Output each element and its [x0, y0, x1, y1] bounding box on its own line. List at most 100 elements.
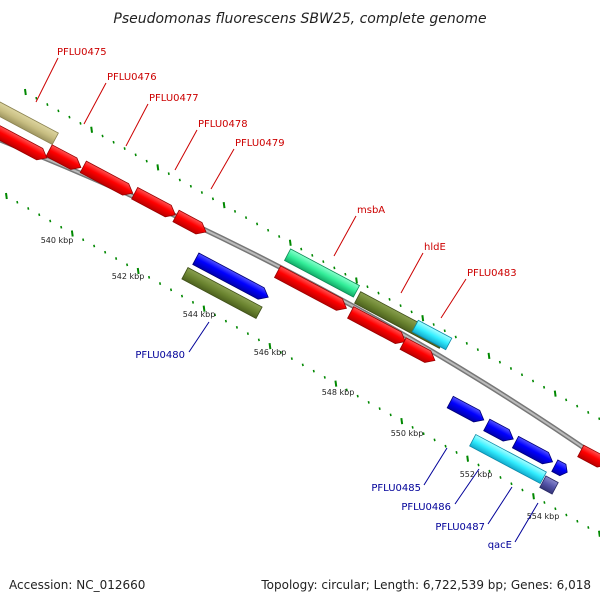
gene-label: PFLU0480 [135, 350, 185, 361]
gene-label: PFLU0477 [149, 93, 199, 104]
outer-tick-dot [233, 209, 237, 213]
outer-tick-dot [311, 253, 314, 257]
genome-backbone [0, 137, 600, 463]
label-leader-line [210, 148, 235, 190]
gene-arrow-pflu0486 [469, 433, 547, 485]
outer-tick-dot [344, 272, 347, 276]
inner-tick-dot [224, 319, 228, 323]
inner-tick-dot [38, 213, 41, 217]
inner-tick-dot [70, 230, 74, 237]
inner-tick-dot [521, 488, 524, 492]
label-leader-line [125, 103, 149, 147]
gene-arrow-pflu0485 [446, 395, 485, 423]
outer-tick-dot [487, 352, 491, 360]
inner-tick-dot [378, 407, 381, 411]
accession-text: Accession: NC_012660 [9, 578, 146, 592]
label-leader-line [83, 82, 107, 125]
gene-label: PFLU0487 [435, 522, 485, 533]
outer-tick-dot [222, 201, 226, 209]
axis-tick-label: 552 kbp [460, 470, 493, 479]
inner-tick-dot [5, 192, 8, 200]
inner-tick-dot [235, 325, 238, 329]
gene-arrow-msba [283, 248, 361, 298]
gene-label: qacE [488, 540, 512, 551]
outer-tick-dot [355, 277, 358, 284]
label-leader-line [440, 278, 467, 319]
topology-text: Topology: circular; Length: 6,722,539 bp… [261, 578, 591, 592]
outer-tick-dot [322, 260, 325, 264]
gene-arrow-blue-4 [551, 459, 568, 477]
outer-tick-dot [587, 411, 590, 414]
inner-tick-dot [411, 426, 414, 429]
outer-tick-dot [35, 96, 38, 100]
inner-tick-dot [279, 350, 282, 354]
genome-backbone-highlight [0, 138, 600, 461]
outer-tick-dot [278, 235, 281, 238]
outer-tick-dot [288, 239, 292, 246]
inner-tick-dot [334, 380, 338, 387]
outer-tick-dot [156, 164, 160, 171]
inner-tick-dot [389, 413, 392, 417]
inner-tick-dot [543, 501, 546, 504]
gene-label: PFLU0486 [401, 502, 451, 513]
outer-tick-dot [123, 147, 126, 150]
outer-tick-dot [366, 285, 369, 289]
label-leader-line [174, 129, 198, 171]
outer-tick-dot [244, 216, 248, 220]
label-leader-line [35, 57, 59, 103]
gene-arrow-pflu0478 [131, 186, 176, 218]
gene-label: PFLU0479 [235, 138, 285, 149]
outer-tick-dot [24, 88, 27, 96]
inner-tick-dot [169, 288, 173, 292]
gene-label: PFLU0485 [371, 483, 421, 494]
inner-tick-dot [554, 507, 557, 511]
label-leader-line [333, 215, 357, 257]
outer-tick-dot [498, 360, 501, 364]
outer-tick-dot [598, 417, 600, 421]
outer-tick-dot [46, 103, 49, 106]
label-leader-line [454, 468, 480, 505]
outer-tick-dot [68, 115, 71, 119]
inner-tick-dot [49, 219, 52, 223]
inner-tick-dot [147, 275, 151, 279]
gene-labels: PFLU0475PFLU0476PFLU0477PFLU0478PFLU0479… [57, 47, 517, 551]
gene-label: msbA [357, 205, 385, 216]
inner-tick-dot [126, 263, 129, 267]
label-leader-line [514, 502, 539, 543]
outer-tick-dot [432, 323, 435, 326]
inner-tick-dot [433, 438, 436, 442]
axis-tick-label: 546 kbp [254, 348, 287, 357]
map-title: Pseudomonas fluorescens SBW25, complete … [113, 11, 486, 27]
gene-arrow-blue-2 [483, 418, 514, 442]
outer-tick-dot [509, 367, 513, 370]
outer-tick-dot [553, 390, 557, 397]
axis-tick-label: 540 kbp [41, 236, 74, 245]
axis-tick-label: 542 kbp [112, 272, 145, 281]
outer-tick-dot [145, 159, 148, 163]
inner-tick-dot [488, 469, 491, 473]
inner-tick-dot [301, 363, 304, 367]
gene-arrow-red-small [399, 337, 436, 363]
inner-tick-dot [422, 432, 425, 436]
inner-tick-dot [104, 250, 107, 254]
outer-tick-dot [90, 126, 94, 133]
outer-tick-dot [189, 184, 192, 188]
inner-tick-dot [202, 305, 206, 312]
inner-tick-dot [444, 444, 447, 448]
axis-tick-label: 550 kbp [391, 429, 424, 438]
outer-tick-dot [178, 178, 181, 182]
inner-tick-dot [587, 526, 590, 529]
inner-tick-dot [565, 513, 568, 517]
outer-tick-dot [388, 297, 391, 301]
outer-tick-dot [200, 191, 203, 194]
inner-tick-dot [180, 294, 184, 298]
inner-tick-dot [510, 482, 513, 486]
inner-tick-dot [60, 225, 63, 229]
gene-features [0, 94, 600, 495]
outer-tick-dot [256, 222, 259, 226]
outer-tick-dot [57, 109, 60, 113]
outer-tick-dot [79, 122, 82, 125]
outer-tick-dot [565, 398, 568, 402]
outer-tick-dot [476, 348, 479, 351]
